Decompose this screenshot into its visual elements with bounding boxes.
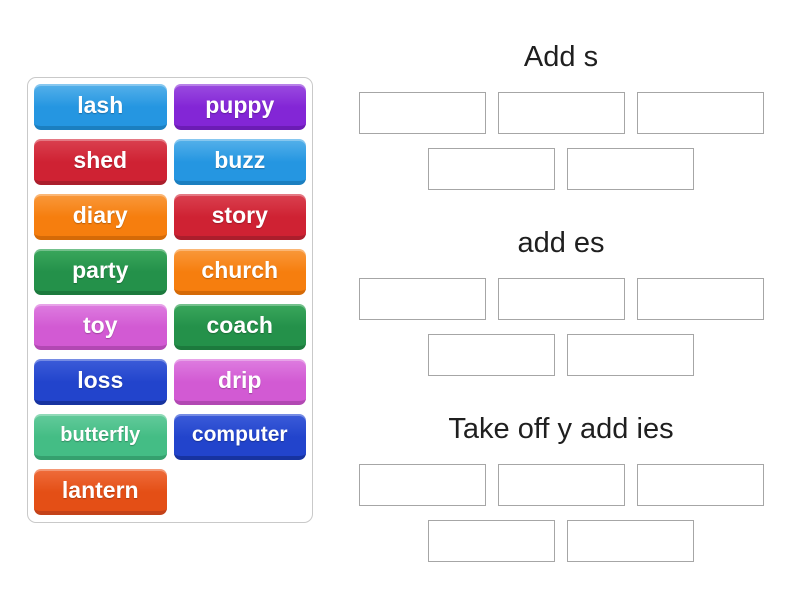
sort-groups: Add s add es Take off y add ies: [348, 0, 774, 600]
word-tile-label: coach: [206, 311, 273, 338]
word-tile-label: computer: [191, 423, 288, 446]
slot-row: [348, 520, 774, 562]
sort-group-2: add es: [348, 224, 774, 390]
word-tile-label: lash: [77, 91, 124, 118]
word-tile-lash[interactable]: lash: [34, 84, 167, 130]
word-tile-label: drip: [218, 366, 262, 393]
slot-row: [348, 464, 774, 506]
slot-row: [348, 334, 774, 376]
word-tile-church[interactable]: church: [173, 249, 306, 295]
word-tile-coach[interactable]: coach: [173, 304, 306, 350]
slot-row: [348, 92, 774, 134]
word-tile-computer[interactable]: computer: [173, 414, 306, 460]
word-tile-label: buzz: [214, 146, 266, 173]
drop-slot[interactable]: [497, 92, 625, 134]
group-title: add es: [517, 227, 605, 259]
word-tile-party[interactable]: party: [34, 249, 167, 295]
word-tile-label: story: [211, 201, 268, 228]
word-tile-diary[interactable]: diary: [34, 194, 167, 240]
word-tile-toy[interactable]: toy: [34, 304, 167, 350]
drop-slot[interactable]: [428, 334, 555, 376]
drop-slot[interactable]: [567, 334, 694, 376]
drop-slot[interactable]: [358, 464, 486, 506]
word-tile-label: butterfly: [60, 423, 141, 446]
word-tile-label: loss: [77, 366, 124, 393]
drop-slot[interactable]: [636, 464, 764, 506]
word-tile-label: puppy: [205, 91, 275, 118]
drop-slot[interactable]: [428, 148, 555, 190]
word-tile-story[interactable]: story: [173, 194, 306, 240]
word-tile-drip[interactable]: drip: [173, 359, 306, 405]
drop-slot[interactable]: [567, 148, 694, 190]
word-tile-lantern[interactable]: lantern: [34, 469, 167, 515]
drop-slot[interactable]: [358, 92, 486, 134]
word-tile-label: diary: [72, 201, 128, 228]
word-tile-label: church: [201, 256, 279, 283]
word-tile-puppy[interactable]: puppy: [173, 84, 306, 130]
drop-slot[interactable]: [497, 278, 625, 320]
group-title: Add s: [523, 41, 599, 73]
word-tile-buzz[interactable]: buzz: [173, 139, 306, 185]
slot-row: [348, 148, 774, 190]
word-tile-label: party: [72, 256, 129, 283]
word-tile-butterfly[interactable]: butterfly: [34, 414, 167, 460]
word-tile-panel: lash puppy shed buzz diary story party church to…: [27, 77, 313, 523]
sort-group-1: Add s: [348, 38, 774, 204]
drop-slot[interactable]: [428, 520, 555, 562]
drop-slot[interactable]: [567, 520, 694, 562]
word-tile-label: lantern: [61, 476, 139, 503]
group-title: Take off y add ies: [448, 413, 674, 445]
sort-group-3: Take off y add ies: [348, 410, 774, 576]
drop-slot[interactable]: [636, 92, 764, 134]
drop-slot[interactable]: [497, 464, 625, 506]
word-tile-loss[interactable]: loss: [34, 359, 167, 405]
word-tile-label: toy: [83, 311, 118, 338]
word-tile-label: shed: [73, 146, 128, 173]
drop-slot[interactable]: [358, 278, 486, 320]
slot-row: [348, 278, 774, 320]
word-tile-shed[interactable]: shed: [34, 139, 167, 185]
drop-slot[interactable]: [636, 278, 764, 320]
